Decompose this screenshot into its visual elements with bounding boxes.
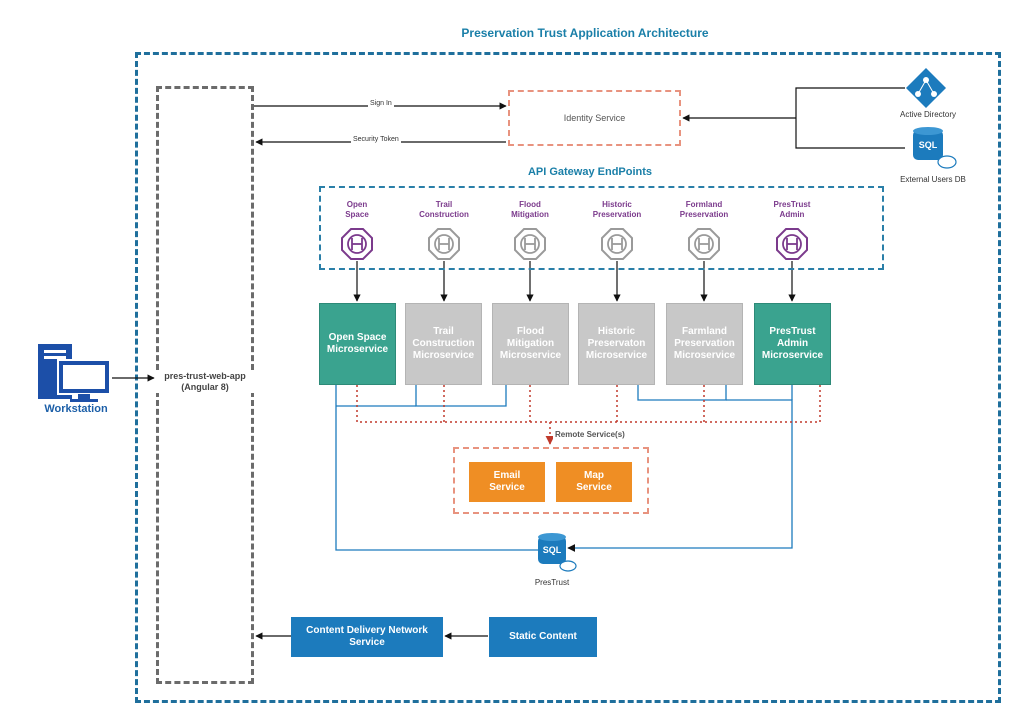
identity-service-label: Identity Service: [563, 113, 626, 123]
active-directory-icon: [906, 68, 946, 108]
ad-to-identity-line: [795, 87, 905, 118]
microservice-label-line: Open Space: [328, 332, 387, 343]
webapp-label: pres-trust-web-app (Angular 8): [156, 371, 254, 393]
endpoint-label-line2: Admin: [779, 210, 805, 219]
endpoint-label-line2: Preservation: [592, 210, 642, 219]
prestrust-db-sql-text: SQL: [542, 545, 562, 555]
microservice-label-line: Preservaton: [587, 338, 646, 349]
db-line-right: [567, 399, 793, 552]
email-service-line1: Email: [493, 470, 521, 481]
workstation-icon: [38, 344, 111, 402]
db-line-group-right: [637, 385, 727, 401]
security-token-label: Security Token: [351, 136, 401, 143]
endpoint-label-line2: Preservation: [679, 210, 729, 219]
microservice-label-line: Microservice: [326, 344, 389, 355]
static-content-label: Static Content: [509, 631, 577, 642]
endpoint-label-line1: Formland: [685, 200, 723, 209]
endpoint-label-line1: Historic: [602, 200, 632, 209]
workstation-label: Workstation: [44, 403, 108, 415]
microservice-label-line: PresTrust: [769, 326, 816, 337]
extdb-to-identity-line: [795, 118, 905, 149]
map-service-line1: Map: [584, 470, 604, 481]
sign-in-label: Sign In: [368, 100, 394, 107]
microservice-label-line: Microservice: [673, 350, 736, 361]
db-line-group-left: [415, 385, 507, 407]
endpoint-label-line2: Mitigation: [511, 210, 549, 219]
api-gateway-endpoint-icon: [776, 228, 808, 260]
diagram-title: Preservation Trust Application Architect…: [461, 26, 709, 40]
endpoint-label-line1: PresTrust: [773, 200, 811, 209]
api-gateway-title: API Gateway EndPoints: [527, 166, 653, 178]
endpoint-label-line2: Construction: [419, 210, 469, 219]
remote-dotted-bus: [356, 385, 821, 423]
prestrust-db-icon: [538, 533, 577, 572]
microservice-label-line: Microservice: [412, 350, 475, 361]
cdn-line1: Content Delivery Network: [306, 625, 428, 636]
microservice-label-line: Admin: [776, 338, 809, 349]
microservice-label-line: Historic: [597, 326, 636, 337]
api-gateway-endpoint-icon: [341, 228, 373, 260]
api-gateway-boundary: [319, 186, 884, 270]
db-line-left: [335, 385, 538, 551]
map-service-line2: Service: [576, 482, 612, 493]
microservice-label-line: Microservice: [761, 350, 824, 361]
prestrust-db-label: PresTrust: [534, 578, 570, 587]
cdn-line2: Service: [349, 637, 385, 648]
endpoint-label-line1: Trail: [435, 200, 453, 209]
microservice-label-line: Construction: [412, 338, 475, 349]
external-db-sql-text: SQL: [918, 140, 938, 150]
endpoint-label-line1: Open: [346, 200, 368, 209]
api-gateway-endpoint-icon: [514, 228, 546, 260]
remote-services-label: Remote Service(s): [553, 430, 677, 439]
microservice-label-line: Microservice: [499, 350, 562, 361]
microservice-label-line: Farmland: [681, 326, 727, 337]
external-users-db-icon: [913, 127, 957, 169]
endpoint-label-line1: Flood: [519, 200, 541, 209]
identity-service-box: Identity Service: [508, 90, 681, 146]
email-service-line2: Service: [489, 482, 525, 493]
static-content-box: Static Content: [489, 617, 597, 657]
remote-services-boundary: [453, 447, 649, 514]
microservice-label-line: Flood: [516, 326, 545, 337]
api-gateway-endpoint-icon: [688, 228, 720, 260]
active-directory-label: Active Directory: [899, 110, 956, 119]
endpoint-label-line2: Space: [345, 210, 369, 219]
microservice-label-line: Microservice: [585, 350, 648, 361]
microservice-label-line: Mitigation: [506, 338, 555, 349]
external-users-db-label: External Users DB: [900, 175, 966, 184]
api-gateway-endpoint-icon: [428, 228, 460, 260]
microservice-label-line: Preservation: [674, 338, 735, 349]
webapp-framework: (Angular 8): [181, 382, 229, 392]
microservice-label-line: Trail: [433, 326, 454, 337]
webapp-name: pres-trust-web-app: [164, 371, 246, 381]
api-gateway-endpoint-icon: [601, 228, 633, 260]
